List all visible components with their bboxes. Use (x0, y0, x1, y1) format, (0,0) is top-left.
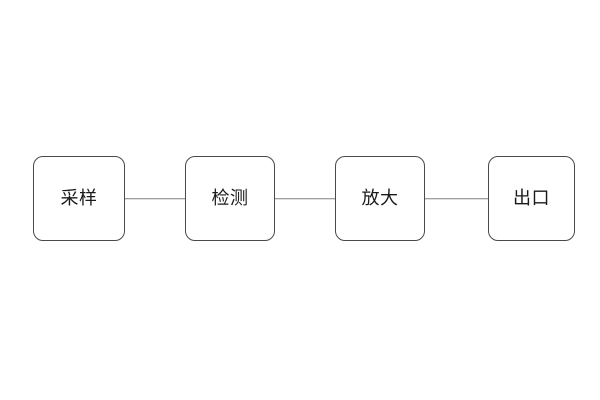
node-sampling-label: 采样 (60, 187, 98, 209)
node-amplify-label: 放大 (361, 187, 399, 209)
node-detection[interactable]: 检测 (185, 156, 275, 241)
node-output[interactable]: 出口 (488, 156, 575, 241)
node-output-label: 出口 (513, 187, 550, 209)
connector-detection-to-amplify (275, 198, 335, 200)
connector-amplify-to-output (425, 198, 488, 200)
node-detection-label: 检测 (211, 187, 249, 209)
node-sampling[interactable]: 采样 (33, 156, 125, 241)
node-amplify[interactable]: 放大 (335, 156, 425, 241)
connector-sampling-to-detection (125, 198, 185, 200)
